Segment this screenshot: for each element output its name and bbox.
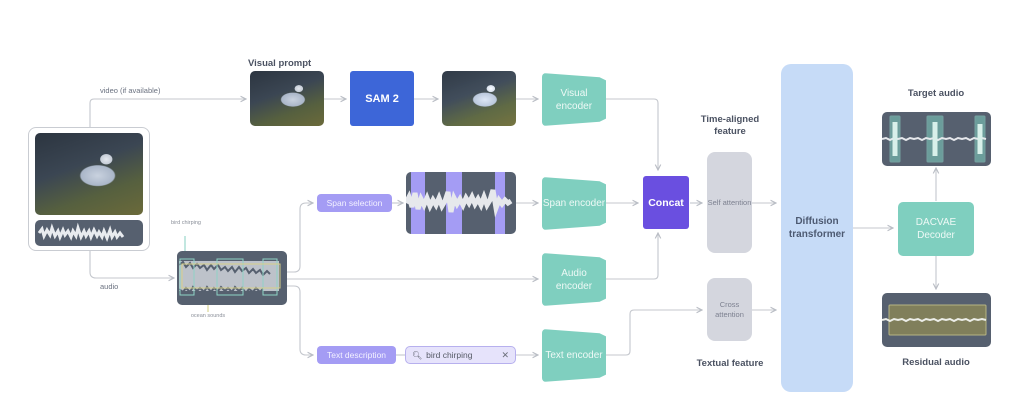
cross-attention-block: Cross attention: [707, 278, 752, 341]
wire-visenc-concat: [606, 98, 658, 170]
residual-audio-heading: Residual audio: [902, 357, 970, 368]
diffusion-transformer-block: Diffusion transformer: [781, 64, 853, 392]
text-encoder: Text encoder: [542, 329, 606, 382]
target-audio-waveform: [882, 112, 991, 166]
wire-textenc-cross: [606, 310, 702, 356]
visual-encoder: Visual encoder: [542, 73, 606, 126]
target-audio-heading: Target audio: [907, 88, 965, 99]
audio-label: audio: [100, 282, 119, 291]
segmented-frame: [442, 71, 516, 126]
text-prompt-input[interactable]: 🔍︎ bird chirping ✕: [405, 346, 516, 364]
ocean-sounds-annotation: ocean sounds: [190, 313, 226, 319]
textual-feature-heading: Textual feature: [696, 358, 764, 369]
text-description-pill: Text description: [317, 346, 396, 364]
dacvae-decoder: DACVAE Decoder: [898, 202, 974, 256]
wire-audioenc-concat: [606, 233, 658, 280]
visual-prompt-frame: [250, 71, 324, 126]
text-prompt-value: bird chirping: [426, 350, 473, 360]
wire-video: [89, 99, 246, 127]
input-video-frame: [35, 133, 143, 215]
concat-block: Concat: [643, 176, 689, 229]
target-waveform-icon: [882, 115, 987, 163]
search-icon: 🔍︎: [412, 350, 423, 360]
span-waveform: [406, 172, 516, 234]
span-encoder: Span encoder: [542, 177, 606, 230]
span-selection-pill: Span selection: [317, 194, 392, 212]
mixed-audio-waveform: [177, 251, 287, 305]
time-aligned-feature-heading: Time-aligned feature: [700, 114, 760, 137]
audio-encoder: Audio encoder: [542, 253, 606, 306]
input-video-card: [28, 127, 150, 251]
visual-prompt-heading: Visual prompt: [248, 58, 312, 69]
residual-waveform-icon: [882, 304, 987, 336]
residual-audio-waveform: [882, 293, 991, 347]
close-icon[interactable]: ✕: [501, 349, 509, 360]
input-audio-waveform: [35, 220, 143, 246]
span-waveform-icon: [406, 172, 513, 234]
wire-audio: [89, 251, 174, 278]
wire-to-span: [287, 203, 313, 273]
video-label: video (if available): [100, 86, 161, 95]
waveform-icon: [37, 222, 125, 243]
self-attention-block: Self attention: [707, 152, 752, 253]
sam2-block: SAM 2: [350, 71, 414, 126]
annotated-waveform-icon: [178, 258, 281, 296]
bird-chirping-annotation: bird chirping: [171, 220, 201, 226]
wire-to-text: [287, 285, 313, 355]
